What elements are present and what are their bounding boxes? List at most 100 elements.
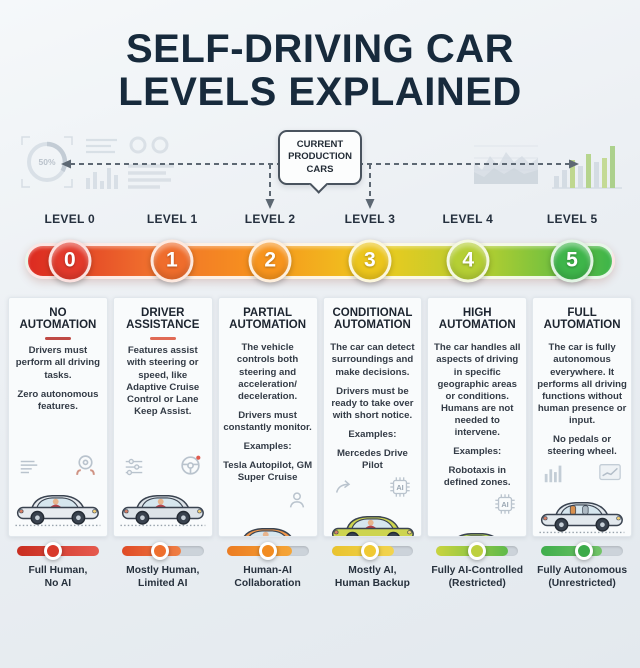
description-paragraph: The car is fully autonomous everywhere. …	[537, 342, 627, 427]
level-number-badge: 5	[551, 239, 594, 282]
examples-text: Robotaxis in defined zones.	[432, 465, 522, 489]
ai-level-slider[interactable]	[332, 546, 414, 556]
car-illustration	[329, 505, 417, 537]
examples-text: Tesla Autopilot, GM Super Cruise	[223, 460, 313, 484]
feature-icons-row	[119, 458, 207, 483]
page-title-line2: LEVELS EXPLAINED	[10, 71, 630, 114]
slider-label-line: Mostly AI,	[323, 564, 423, 577]
car-illustration	[14, 484, 102, 531]
svg-text:AI: AI	[397, 483, 404, 492]
examples-label: Examples:	[223, 441, 313, 453]
level-label: LEVEL 3	[345, 212, 396, 226]
description-paragraph: Drivers must constantly monitor.	[223, 410, 313, 434]
ai-level-slider[interactable]	[436, 546, 518, 556]
curve-arrow-icon	[333, 477, 355, 504]
level-description: The car is fully autonomous everywhere. …	[536, 342, 628, 465]
slider-label-line: Limited AI	[113, 577, 213, 590]
slider-cell: Full Human,No AI	[8, 546, 108, 590]
slider-label-line: No AI	[8, 577, 108, 590]
slider-cell: Mostly AI,Human Backup	[323, 546, 423, 590]
slider-label-line: Mostly Human,	[113, 564, 213, 577]
slider-label-line: Human Backup	[323, 577, 423, 590]
slider-knob[interactable]	[468, 542, 486, 560]
car-illustration	[433, 522, 521, 536]
level-number-badge: 2	[249, 239, 292, 282]
ai-level-slider[interactable]	[17, 546, 99, 556]
person-icon	[286, 489, 308, 516]
level-heading: CONDITIONAL AUTOMATION	[327, 307, 419, 333]
level-card: CONDITIONAL AUTOMATION The car can detec…	[323, 297, 423, 537]
slider-knob[interactable]	[44, 542, 62, 560]
level-cards-row: NO AUTOMATION Drivers must perform all d…	[8, 297, 632, 537]
car-illustration-block	[222, 491, 314, 536]
car-illustration	[224, 517, 312, 536]
slider-label: Fully Autonomous(Unrestricted)	[532, 564, 632, 590]
car-illustration-block: AI	[327, 479, 419, 537]
description-paragraph: Zero autonomous features.	[13, 389, 103, 413]
feature-icons-row: AI	[433, 496, 521, 521]
slider-label: Mostly AI,Human Backup	[323, 564, 423, 590]
description-paragraph: The car handles all aspects of driving i…	[432, 342, 522, 439]
level-description: Drivers must perform all driving tasks. Z…	[12, 345, 104, 419]
level-heading: NO AUTOMATION	[12, 307, 104, 333]
description-paragraph: No pedals or steering wheel.	[537, 434, 627, 458]
slider-cell: Fully Autonomous(Unrestricted)	[532, 546, 632, 590]
level-description: Features assist with steering or speed, …	[117, 345, 209, 424]
hero-band: 50%	[0, 120, 640, 212]
level-heading: HIGH AUTOMATION	[431, 307, 523, 333]
level-card: HIGH AUTOMATION The car handles all aspe…	[427, 297, 527, 537]
level-label: LEVEL 0	[44, 212, 95, 226]
slider-label-line: (Unrestricted)	[532, 577, 632, 590]
level-card: DRIVER ASSISTANCE Features assist with s…	[113, 297, 213, 537]
slider-label-line: Collaboration	[218, 577, 318, 590]
car-illustration-block	[117, 458, 209, 536]
bar-chart-icon	[542, 461, 566, 490]
hands-on-wheel-icon	[73, 453, 98, 483]
level-accent-underline	[150, 337, 176, 340]
level-description: The car can detect surroundings and make…	[327, 342, 419, 479]
ai-level-slider[interactable]	[541, 546, 623, 556]
level-card: PARTIAL AUTOMATION The vehicle controls …	[218, 297, 318, 537]
slider-knob[interactable]	[575, 542, 593, 560]
feature-icons-row	[538, 465, 626, 490]
slider-knob[interactable]	[259, 542, 277, 560]
level-number-badge: 1	[150, 239, 193, 282]
level-description: The vehicle controls both steering and a…	[222, 342, 314, 491]
level-label: LEVEL 4	[443, 212, 494, 226]
car-illustration	[119, 484, 207, 531]
car-illustration-block	[12, 458, 104, 536]
car-illustration-block: AI	[431, 496, 523, 536]
steering-wheel-icon	[178, 453, 203, 483]
slider-label-line: (Restricted)	[427, 577, 527, 590]
slider-label: Mostly Human,Limited AI	[113, 564, 213, 590]
line-chart-icon	[598, 461, 622, 490]
slider-label-line: Full Human,	[8, 564, 108, 577]
level-label: LEVEL 5	[547, 212, 598, 226]
feature-icons-row	[224, 491, 312, 516]
slider-label: Full Human,No AI	[8, 564, 108, 590]
slider-knob[interactable]	[361, 542, 379, 560]
level-accent-underline	[45, 337, 71, 340]
level-label: LEVEL 2	[245, 212, 296, 226]
description-paragraph: The car can detect surroundings and make…	[328, 342, 418, 378]
description-paragraph: Drivers must be ready to take over with …	[328, 386, 418, 422]
slider-label-line: Fully Autonomous	[532, 564, 632, 577]
car-illustration	[538, 491, 626, 537]
level-number-badge: 3	[348, 239, 391, 282]
level-gradient-track	[25, 243, 615, 279]
slider-cell: Fully AI-Controlled(Restricted)	[427, 546, 527, 590]
slider-cell: Mostly Human,Limited AI	[113, 546, 213, 590]
level-description: The car handles all aspects of driving i…	[431, 342, 523, 496]
ai-level-slider[interactable]	[227, 546, 309, 556]
ai-level-slider[interactable]	[122, 546, 204, 556]
examples-label: Examples:	[432, 446, 522, 458]
slider-label-line: Fully AI-Controlled	[427, 564, 527, 577]
description-paragraph: Drivers must perform all driving tasks.	[13, 345, 103, 381]
report-lines-icon	[18, 456, 40, 483]
slider-knob[interactable]	[151, 542, 169, 560]
ai-chip-icon: AI	[493, 492, 517, 521]
